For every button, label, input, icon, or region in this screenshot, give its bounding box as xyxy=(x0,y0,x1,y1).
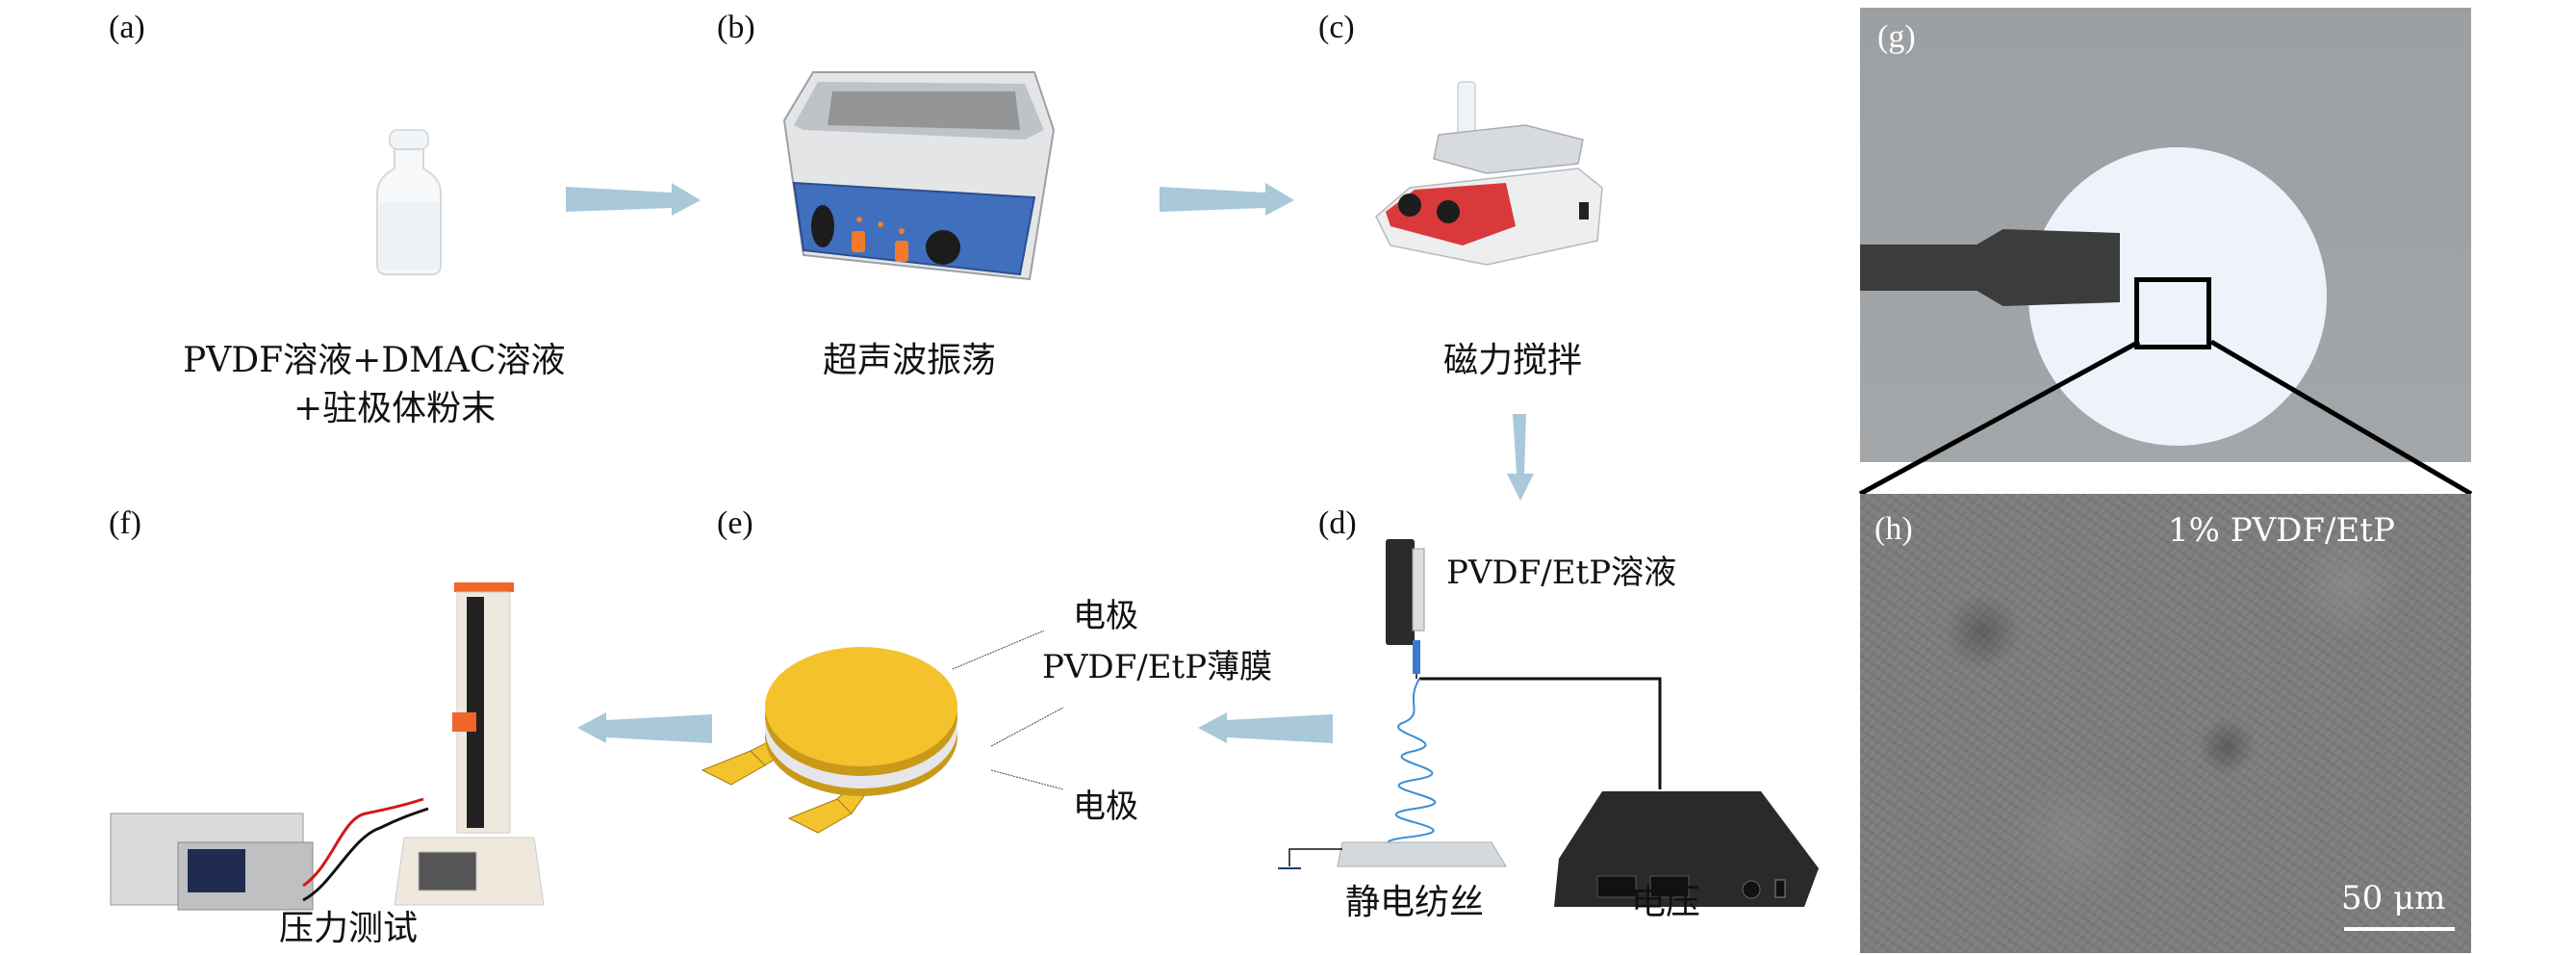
panel-label-f: (f) xyxy=(109,505,141,541)
pressure-test-setup-icon xyxy=(110,582,545,911)
caption-d-right: 电压 xyxy=(1631,883,1701,922)
caption-a-line1: PVDF溶液+DMAC溶液 xyxy=(183,341,566,380)
zoom-box xyxy=(2134,277,2211,349)
caption-d-left: 静电纺丝 xyxy=(1345,883,1485,922)
ultrasonic-bath-icon xyxy=(782,71,1056,281)
solution-label: PVDF/EtP溶液 xyxy=(1446,554,1677,592)
caption-b: 超声波振荡 xyxy=(823,341,997,380)
panel-label-d: (d) xyxy=(1318,505,1357,541)
arrow-left-icon xyxy=(1198,712,1333,743)
arrow-right-icon xyxy=(1160,183,1294,216)
leader-lines xyxy=(952,630,1064,790)
caption-f: 压力测试 xyxy=(279,909,419,948)
arrow-right-icon xyxy=(566,183,701,216)
caption-c: 磁力搅拌 xyxy=(1443,341,1583,380)
top-electrode-label: 电极 xyxy=(1073,597,1138,635)
panel-label-h: (h) xyxy=(1875,511,1913,547)
film-photo: (g) xyxy=(1860,8,2471,462)
high-voltage-supply-icon xyxy=(1554,791,1819,907)
sensor-device-icon xyxy=(701,647,957,834)
scale-bar-label: 50 μm xyxy=(2341,879,2446,917)
vial-icon xyxy=(376,129,442,275)
panel-label-g: (g) xyxy=(1877,19,1916,55)
micrograph: (h) 1% PVDF/EtP 50 μm xyxy=(1860,494,2471,953)
panel-label-b: (b) xyxy=(717,10,755,45)
arrow-down-icon xyxy=(1507,414,1534,501)
bottom-electrode-label: 电极 xyxy=(1073,787,1138,826)
electrospinning-setup xyxy=(1278,677,1662,869)
caption-a-line2: +驻极体粉末 xyxy=(293,389,497,428)
sample-label: 1% PVDF/EtP xyxy=(2168,511,2395,550)
syringe-pump-icon xyxy=(1386,539,1425,679)
panel-label-a: (a) xyxy=(109,10,145,45)
scale-bar xyxy=(2344,927,2455,931)
panel-label-e: (e) xyxy=(717,505,753,541)
arrow-left-icon xyxy=(577,712,712,743)
film-label: PVDF/EtP薄膜 xyxy=(1042,648,1273,686)
zoom-connector-lines xyxy=(1858,339,2473,497)
magnetic-stirrer-icon xyxy=(1375,81,1603,266)
tweezers xyxy=(1860,229,2120,306)
panel-label-c: (c) xyxy=(1318,10,1355,45)
